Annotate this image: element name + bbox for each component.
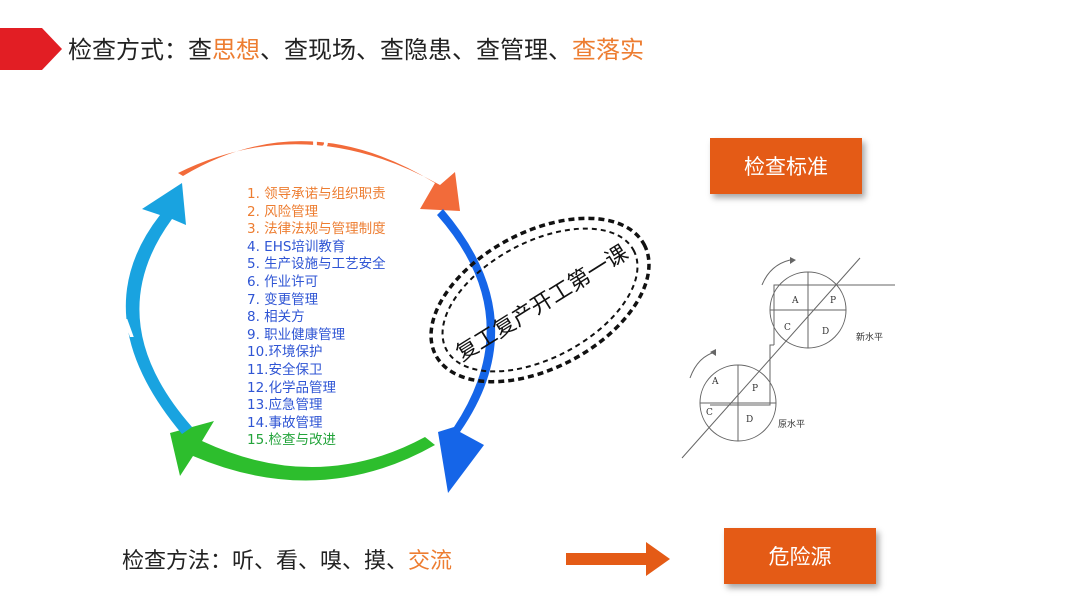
list-item: 1. 领导承诺与组织职责	[247, 186, 386, 202]
list-item: 12.化学品管理	[247, 379, 336, 396]
list-item: 9. 职业健康管理	[247, 326, 346, 343]
lower-quadrant-p: P	[752, 384, 758, 394]
do-label: D	[499, 323, 510, 353]
stamp: 复工复产开工第一课	[429, 216, 651, 384]
check-label: C	[304, 479, 323, 505]
page-title: 检查方式：查思想、查现场、查隐患、查管理、查落实	[68, 30, 644, 65]
header-marker	[0, 28, 62, 70]
title-highlight-thought: 思想	[212, 36, 260, 64]
list-item: 15.检查与改进	[247, 432, 336, 449]
list-item: 5. 生产设施与工艺安全	[247, 256, 386, 273]
do-arc	[437, 209, 496, 493]
inspection-standard-button[interactable]: 检查标准	[710, 138, 862, 194]
inspection-standard-label: 检查标准	[744, 155, 828, 179]
list-item: 13.应急管理	[247, 397, 323, 414]
list-item: 4. EHS培训教育	[247, 238, 346, 255]
list-item: 8. 相关方	[247, 309, 305, 326]
lower-quadrant-d: D	[746, 415, 753, 425]
old-level-label: 原水平	[778, 418, 805, 430]
plan-label: P	[311, 131, 328, 161]
methods-prefix: 检查方法：听、看、嗅、摸、	[122, 549, 409, 574]
check-arc	[170, 421, 435, 481]
list-item: 3. 法律法规与管理制度	[247, 221, 386, 238]
methods-highlight: 交流	[408, 549, 453, 574]
pdca-stair-diagram: A P C D A P C D 新水平 原水平	[681, 257, 895, 459]
list-item: 11.安全保卫	[247, 361, 323, 378]
hazard-source-button[interactable]: 危险源	[724, 528, 876, 584]
act-label: A	[116, 313, 135, 343]
lower-quadrant-c: C	[706, 408, 713, 418]
list-item: 6. 作业许可	[247, 273, 319, 290]
list-item: 10.环境保护	[247, 344, 323, 361]
upper-quadrant-c: C	[784, 323, 791, 333]
hazard-source-label: 危险源	[768, 545, 832, 569]
new-level-label: 新水平	[856, 331, 883, 343]
title-highlight-implementation: 查落实	[572, 36, 644, 64]
upper-quadrant-p: P	[830, 296, 836, 306]
upper-quadrant-d: D	[822, 327, 829, 337]
plan-arc	[178, 141, 460, 211]
inspection-methods: 检查方法：听、看、嗅、摸、交流	[122, 543, 452, 575]
list-item: 2. 风险管理	[247, 203, 319, 220]
pdca-cycle: P D C A	[116, 131, 510, 505]
lower-quadrant-a: A	[711, 377, 719, 387]
title-middle: 、查现场、查隐患、查管理、	[260, 36, 572, 64]
list-item: 7. 变更管理	[247, 291, 319, 308]
arrow-right-icon	[566, 542, 670, 576]
title-prefix: 检查方式：查	[68, 36, 212, 64]
list-item: 14.事故管理	[247, 414, 323, 431]
act-arc	[125, 183, 192, 434]
upper-quadrant-a: A	[791, 296, 799, 306]
